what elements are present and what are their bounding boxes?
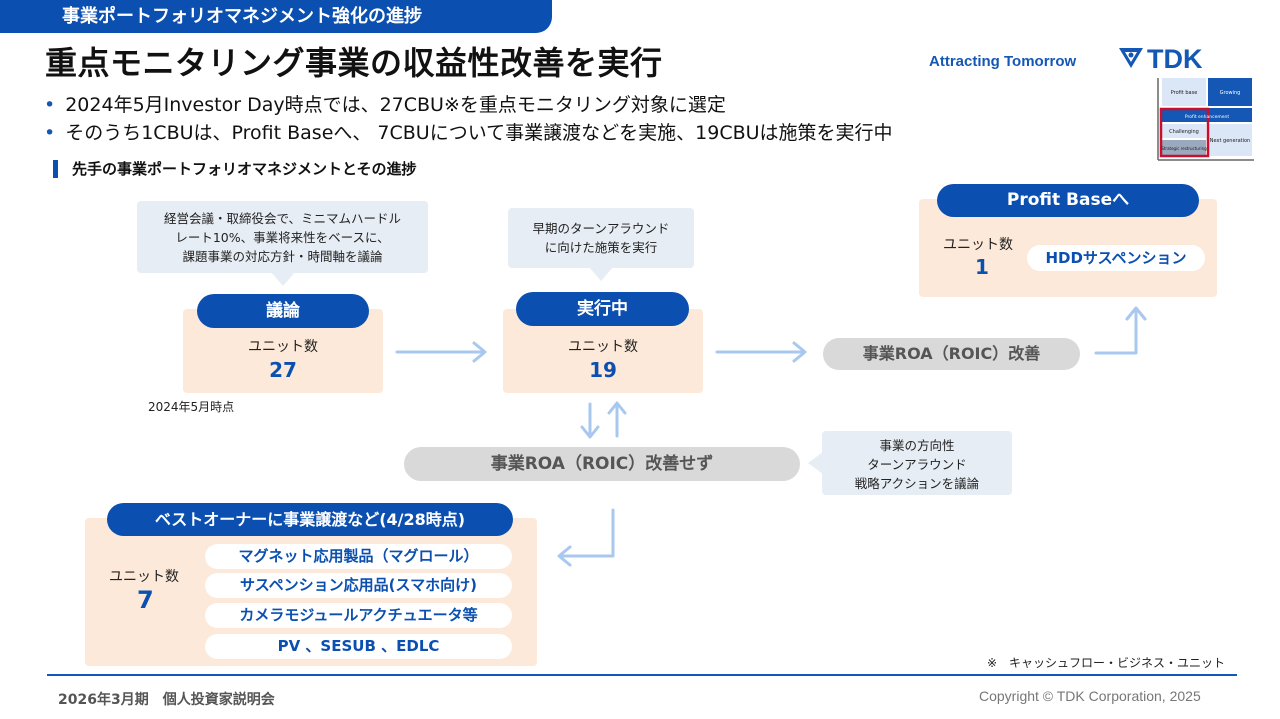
direction-bubble-line: ターンアラウンド	[867, 457, 967, 472]
as-of-note: 2024年5月時点	[148, 400, 235, 414]
discussion-label: 議論	[197, 294, 369, 328]
matrix-cell-label: Profit base	[1171, 90, 1198, 96]
roa-improved-pill: 事業ROA（ROIC）改善	[823, 338, 1080, 370]
page-title: 重点モニタリング事業の収益性改善を実行	[45, 44, 663, 82]
arrow-down-left-icon	[557, 508, 615, 567]
portfolio-matrix-thumbnail: Profit base Growing Profit enhancement C…	[1157, 78, 1254, 161]
footnote: ※ キャッシュフロー・ビジネス・ユニット	[987, 656, 1226, 670]
bubble-pointer	[808, 452, 823, 474]
matrix-cell-label: Profit enhancement	[1185, 114, 1229, 120]
direction-bubble-line: 戦略アクションを議論	[854, 476, 980, 491]
direction-bubble: 事業の方向性 ターンアラウンド 戦略アクションを議論	[822, 431, 1012, 495]
discussion-bubble-line: 経営会議・取締役会で、ミニマムハードル	[163, 211, 401, 226]
arrow-down-icon	[580, 402, 600, 439]
transfer-item: カメラモジュールアクチュエータ等	[205, 603, 512, 628]
transfer-card: ユニット数 7 マグネット応用製品（マグロール） サスペンション応用品(スマホ向…	[85, 518, 537, 666]
roa-not-improved-pill: 事業ROA（ROIC）改善せず	[404, 447, 800, 481]
company-tagline: Attracting Tomorrow	[929, 53, 1077, 70]
unit-count: 27	[269, 358, 297, 382]
unit-count: 19	[589, 358, 617, 382]
bullet-1: •2024年5月Investor Day時点では、27CBU※を重点モニタリング…	[44, 94, 726, 116]
arrow-up-icon	[607, 401, 627, 438]
discussion-bubble: 経営会議・取締役会で、ミニマムハードル レート10%、事業将来性をベースに、 課…	[137, 201, 428, 273]
unit-label: ユニット数	[568, 339, 638, 355]
executing-bubble-line: 早期のターンアラウンド	[532, 221, 670, 236]
matrix-cell-label: Strategic restructuring	[1161, 146, 1207, 151]
bullet-2-text: そのうち1CBUは、Profit Baseへ、 7CBUについて事業譲渡などを実…	[65, 122, 893, 144]
section-ribbon: 事業ポートフォリオマネジメント強化の進捗	[0, 0, 552, 33]
copyright: Copyright © TDK Corporation, 2025	[979, 688, 1201, 704]
bubble-pointer	[271, 272, 295, 286]
transfer-item: マグネット応用製品（マグロール）	[205, 544, 512, 569]
transfer-label: ベストオーナーに事業譲渡など(4/28時点)	[107, 503, 513, 536]
profit-base-label: Profit Baseへ	[937, 184, 1199, 217]
discussion-bubble-line: 課題事業の対応方針・時間軸を議論	[182, 249, 383, 264]
arrow-up-right-icon	[1094, 306, 1147, 355]
footer-divider	[47, 674, 1237, 676]
arrow-right-icon	[715, 341, 807, 363]
unit-label: ユニット数	[943, 237, 1013, 253]
unit-label: ユニット数	[109, 569, 179, 585]
matrix-cell-label: Challenging	[1169, 129, 1199, 135]
bullet-2: •そのうち1CBUは、Profit Baseへ、 7CBUについて事業譲渡などを…	[44, 122, 893, 144]
transfer-item: サスペンション応用品(スマホ向け)	[205, 573, 512, 598]
footer-event: 2026年3月期 個人投資家説明会	[58, 692, 275, 708]
matrix-cell-label: Next generation	[1210, 138, 1250, 144]
matrix-cell-label: Growing	[1220, 90, 1241, 96]
tdk-logo: TDK	[1119, 44, 1203, 72]
executing-bubble-line: に向けた施策を実行	[544, 240, 658, 255]
unit-count: 7	[137, 586, 154, 614]
bullet-1-text: 2024年5月Investor Day時点では、27CBU※を重点モニタリング対…	[65, 94, 726, 116]
executing-label: 実行中	[516, 292, 689, 326]
arrow-right-icon	[395, 341, 487, 363]
direction-bubble-line: 事業の方向性	[879, 438, 955, 453]
logo-text: TDK	[1147, 44, 1203, 72]
bubble-pointer	[589, 267, 613, 281]
section-heading: 先手の事業ポートフォリオマネジメントとその進捗	[53, 160, 417, 178]
executing-bubble: 早期のターンアラウンド に向けた施策を実行	[508, 208, 694, 268]
profit-base-item: HDDサスペンション	[1027, 245, 1205, 271]
unit-label: ユニット数	[248, 339, 318, 355]
unit-count: 1	[975, 255, 989, 279]
discussion-bubble-line: レート10%、事業将来性をベースに、	[175, 230, 390, 245]
transfer-item: PV 、SESUB 、EDLC	[205, 634, 512, 659]
